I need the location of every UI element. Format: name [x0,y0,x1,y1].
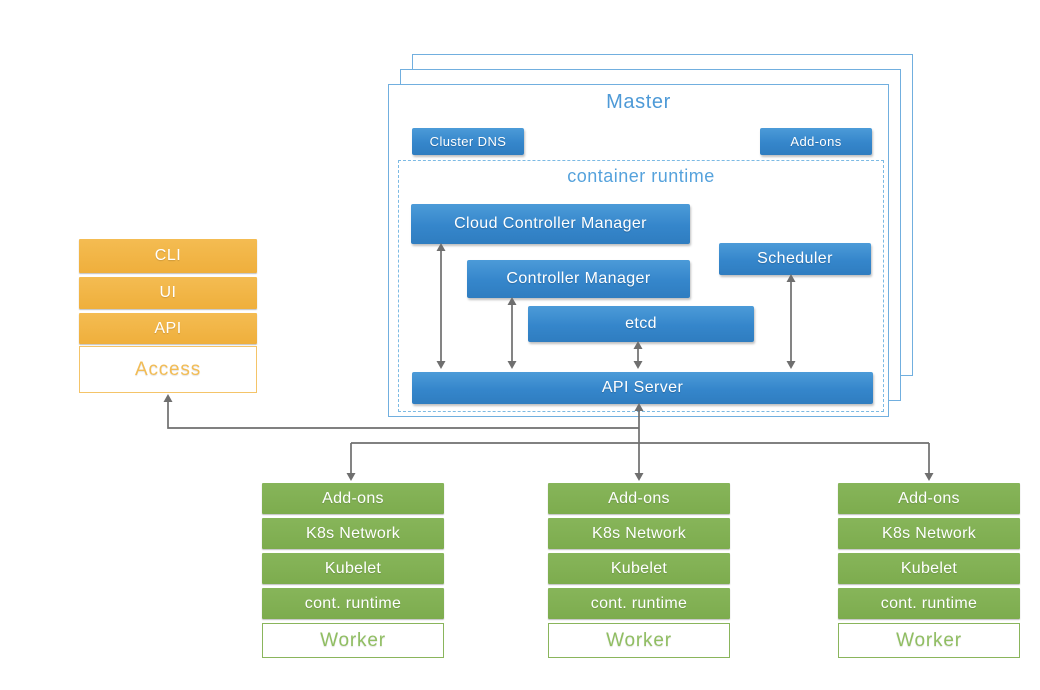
worker3-row-kubelet: Kubelet [838,553,1020,584]
access-label-box: Access [79,346,257,393]
controller-manager-box: Controller Manager [467,260,690,298]
worker3-row-addons: Add-ons [838,483,1020,514]
worker2-row-kubelet: Kubelet [548,553,730,584]
worker3-row-runtime: cont. runtime [838,588,1020,619]
access-row-ui: UI [79,277,257,309]
worker2-row-addons: Add-ons [548,483,730,514]
access-row-cli: CLI [79,239,257,273]
cloud-controller-manager-box: Cloud Controller Manager [411,204,690,244]
container-runtime-box: container runtime Cloud Controller Manag… [398,160,884,412]
worker2-label-box: Worker [548,623,730,658]
worker2-row-network: K8s Network [548,518,730,549]
worker2-row-runtime: cont. runtime [548,588,730,619]
worker1-row-network: K8s Network [262,518,444,549]
worker1-row-runtime: cont. runtime [262,588,444,619]
worker3-row-network: K8s Network [838,518,1020,549]
container-runtime-title: container runtime [567,166,715,186]
master-box: Master Cluster DNS Add-ons container run… [388,84,889,417]
worker3-label-box: Worker [838,623,1020,658]
worker1-row-kubelet: Kubelet [262,553,444,584]
cluster-dns-box: Cluster DNS [412,128,524,155]
worker1-label-box: Worker [262,623,444,658]
master-title: Master [606,91,671,113]
master-addons-box: Add-ons [760,128,872,155]
api-server-box: API Server [412,372,873,404]
etcd-box: etcd [528,306,754,342]
scheduler-box: Scheduler [719,243,871,275]
worker1-row-addons: Add-ons [262,483,444,514]
access-row-api: API [79,313,257,344]
